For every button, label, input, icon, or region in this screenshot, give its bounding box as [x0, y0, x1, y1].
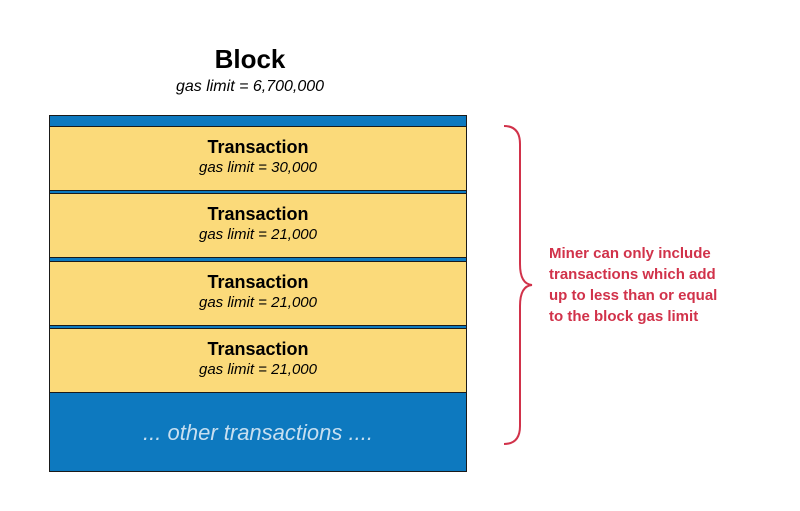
- note-line: up to less than or equal: [549, 287, 718, 304]
- block-title: Block: [214, 44, 286, 74]
- transaction-box: Transaction gas limit = 21,000: [50, 328, 466, 393]
- block-gas-limit: gas limit = 6,700,000: [175, 78, 325, 95]
- transaction-gas-limit: gas limit = 21,000: [199, 361, 317, 378]
- note-line: to the block gas limit: [549, 308, 699, 325]
- transaction-gas-limit: gas limit = 21,000: [199, 226, 317, 243]
- transaction-title: Transaction: [207, 204, 309, 224]
- miner-note: Miner can only include transactions whic…: [549, 243, 789, 327]
- curly-brace-icon: [503, 125, 533, 445]
- other-transactions: ... other transactions ....: [143, 420, 373, 445]
- transaction-box: Transaction gas limit = 21,000: [50, 261, 466, 326]
- transaction-title: Transaction: [207, 137, 309, 157]
- transaction-box: Transaction gas limit = 21,000: [50, 193, 466, 258]
- note-line: transactions which add: [549, 266, 716, 283]
- transaction-title: Transaction: [207, 339, 309, 359]
- transaction-gas-limit: gas limit = 21,000: [199, 294, 317, 311]
- block-container: Transaction gas limit = 30,000 Transacti…: [49, 115, 467, 472]
- transaction-box: Transaction gas limit = 30,000: [50, 126, 466, 191]
- note-line: Miner can only include: [549, 245, 711, 262]
- transaction-title: Transaction: [207, 272, 309, 292]
- transaction-gas-limit: gas limit = 30,000: [199, 159, 317, 176]
